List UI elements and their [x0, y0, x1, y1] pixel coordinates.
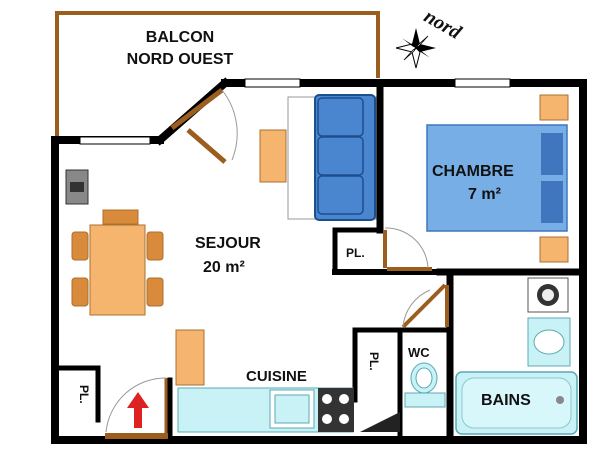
nightstand [539, 236, 569, 263]
window-bedroom-north [454, 78, 511, 88]
chair [146, 231, 164, 261]
coffee-table [259, 129, 287, 183]
tv-screen [70, 182, 84, 192]
kitchen-label: CUISINE [246, 368, 307, 385]
wc [404, 362, 446, 408]
living-room-area: 20 m² [203, 259, 245, 276]
living-room-name: SEJOUR [195, 235, 261, 252]
chair [102, 209, 139, 225]
burner [322, 394, 332, 404]
hatch [360, 412, 400, 432]
door-leaf-balcony-top [170, 88, 224, 130]
door-swing-arc [105, 377, 167, 433]
sofa-cushion [317, 175, 364, 215]
bathroom [455, 277, 578, 435]
bedroom-area: 7 m² [468, 186, 501, 203]
stove [318, 388, 354, 432]
hall-door[interactable] [401, 283, 449, 329]
pillow [541, 133, 563, 175]
bedroom-door[interactable] [383, 227, 432, 271]
bedroom [426, 94, 569, 263]
toilet-tank [404, 392, 446, 408]
burner [339, 394, 349, 404]
balcony-label-line1: BALCON [146, 29, 214, 46]
living-furniture [65, 94, 377, 316]
window-living-west [79, 136, 151, 145]
door-leaf [401, 283, 447, 329]
chair [146, 277, 164, 307]
wc-label: WC [408, 345, 430, 360]
walls [51, 77, 587, 444]
door-swing-arc [402, 289, 431, 328]
balcony-label-line2: NORD OUEST [127, 51, 234, 68]
burner [322, 414, 332, 424]
bedroom-name: CHAMBRE [432, 163, 514, 180]
entry-arrow-icon [127, 392, 149, 428]
bathroom-label: BAINS [481, 392, 531, 409]
balcony [55, 11, 380, 140]
kitchen [175, 329, 354, 433]
closet-living-label: PL. [346, 246, 365, 260]
door-leaf-balcony [186, 128, 227, 164]
sofa-cushion [317, 136, 364, 176]
dining-table [89, 224, 146, 316]
closet-entry-label: PL. [77, 385, 91, 404]
compass-rose-icon [395, 28, 436, 69]
entry-door[interactable] [105, 377, 168, 439]
chair [71, 231, 89, 261]
burner [339, 414, 349, 424]
kitchen-side-table [175, 329, 205, 386]
windows [79, 78, 511, 145]
window-living-north [244, 78, 301, 88]
compass-label: nord [420, 5, 466, 44]
pillow [541, 181, 563, 223]
closet-living [340, 234, 376, 268]
door-swing-arc [384, 227, 429, 269]
drain [556, 396, 564, 404]
sofa-cushion [317, 97, 364, 137]
closet-hall-label: PL. [367, 352, 381, 371]
balcony-door[interactable] [170, 88, 238, 164]
door-swing-arc [221, 89, 238, 161]
nightstand [539, 94, 569, 121]
balcony-railing [55, 11, 380, 140]
chair [71, 277, 89, 307]
